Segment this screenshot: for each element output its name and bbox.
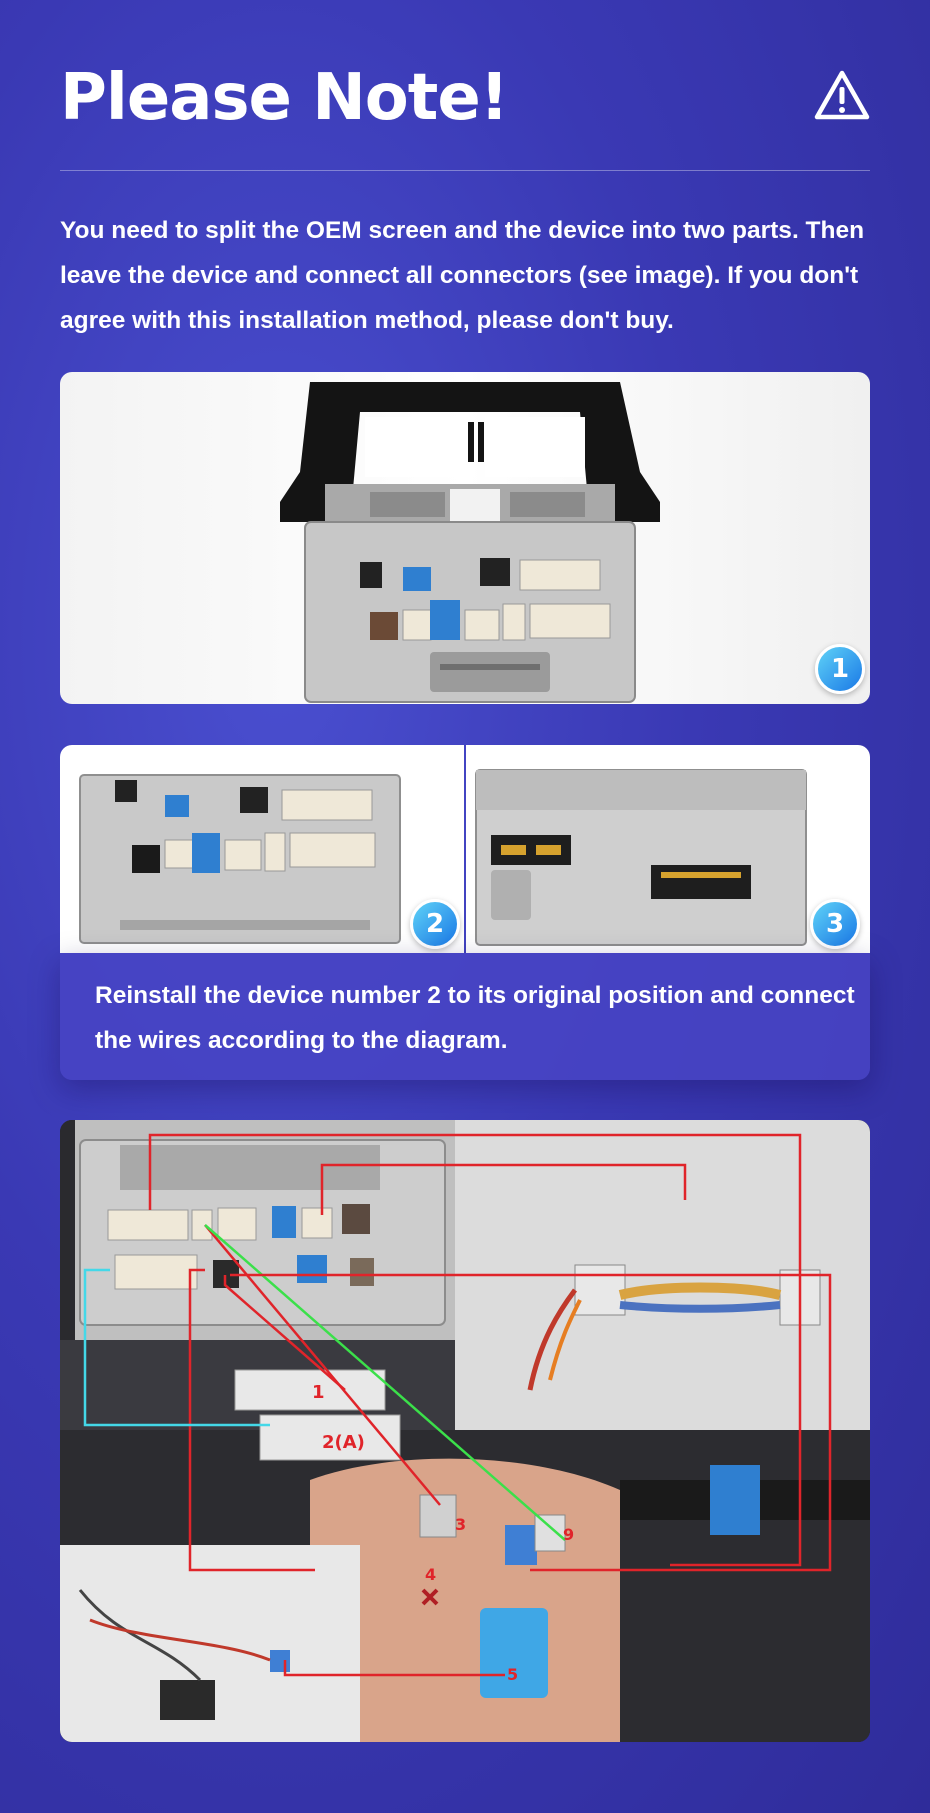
step-2-badge: 2 [410,899,460,949]
page-title: Please Note! [60,61,509,135]
diagram-label-2a: 2(A) [322,1432,365,1453]
diagram-label-3: 3 [455,1515,467,1534]
diagram-label-5: 5 [507,1665,519,1684]
header-divider [60,170,870,171]
step-3-badge: 3 [810,899,860,949]
intro-text: You need to split the OEM screen and the… [60,217,865,334]
diagram-label-1: 1 [312,1382,325,1403]
warning-triangle-icon [814,70,870,120]
step-1-badge: 1 [815,644,865,694]
header: Please Note! [60,58,870,138]
caption-box: Reinstall the device number 2 to its ori… [60,953,870,1080]
wiring-diagram-image: 1 2(A) 3 4 9 5 [60,1120,870,1742]
diagram-label-9: 9 [563,1525,575,1544]
caption-text: Reinstall the device number 2 to its ori… [95,982,855,1054]
device-rear-image: 2 [60,745,464,953]
oem-unit-image: 1 [60,372,870,704]
device-side-image: 3 [466,745,870,953]
diagram-label-4: 4 [425,1565,437,1584]
